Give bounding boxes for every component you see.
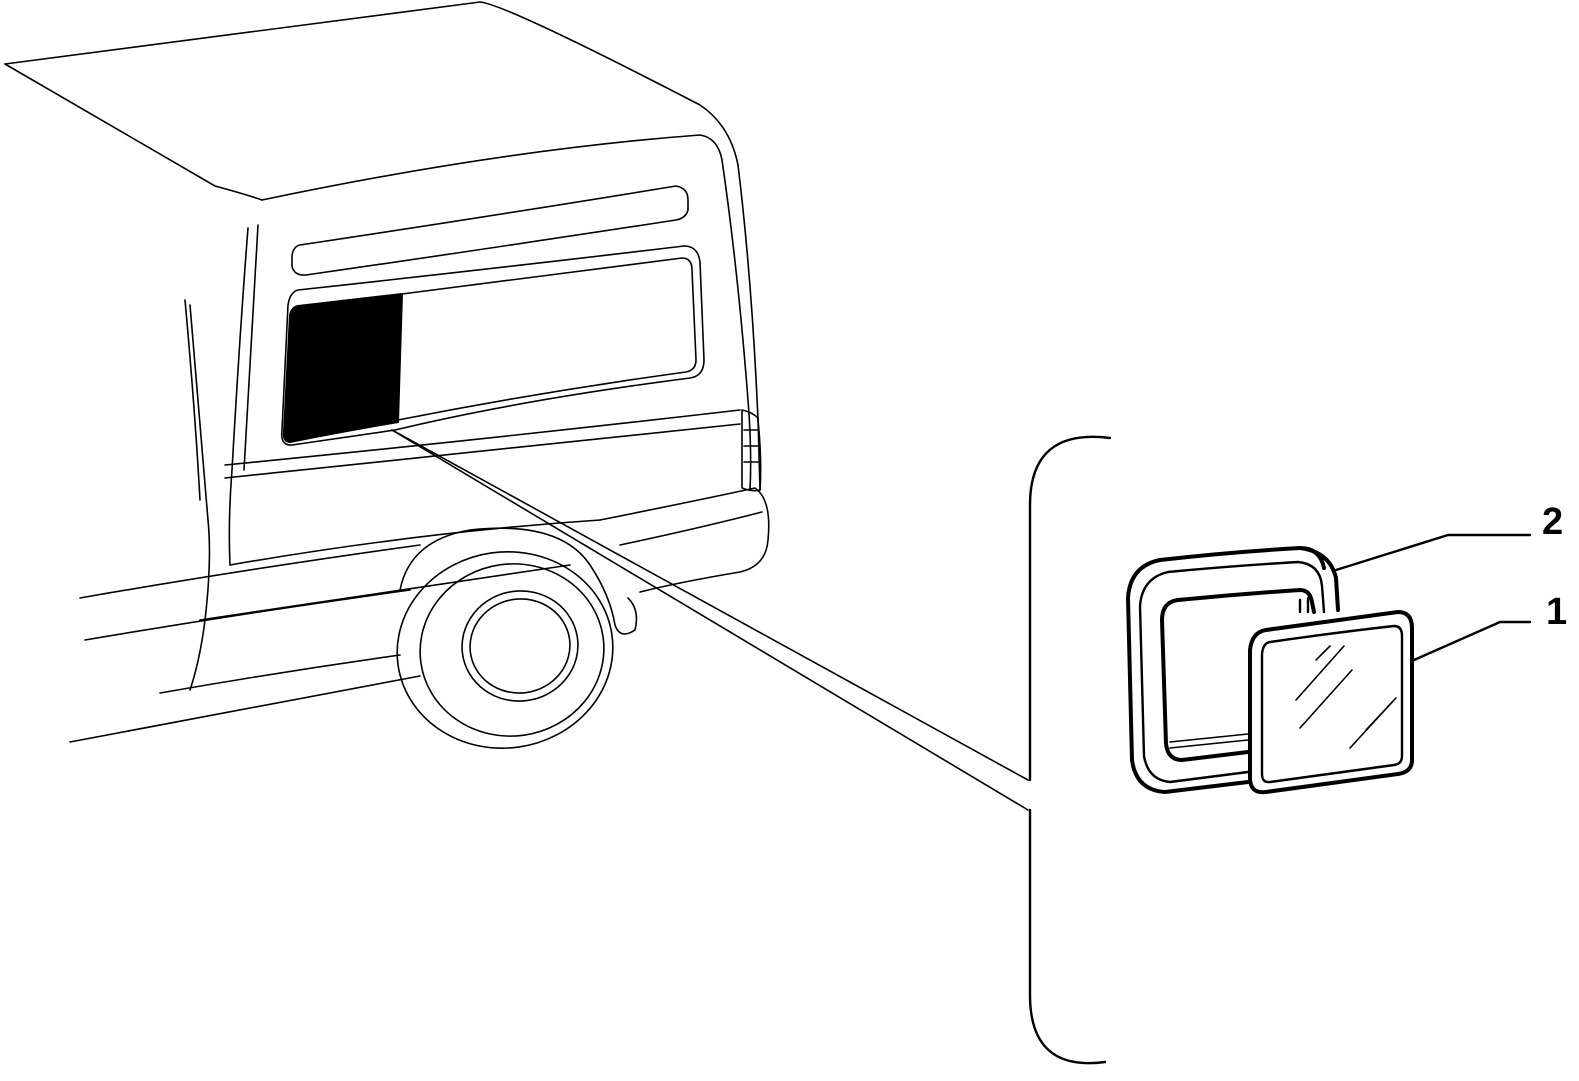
van-side-curve-2	[184, 299, 201, 501]
seal-outer-outline	[1158, 546, 1340, 612]
van-upper-slot	[291, 185, 689, 276]
leader-line-lower	[391, 429, 1029, 811]
van-roof	[4, 1, 739, 166]
van-lower-body-line-2	[84, 589, 411, 641]
van-side-curve	[189, 304, 211, 691]
van-c-pillar-inner	[243, 224, 259, 471]
glass-reflection-marks	[1295, 645, 1397, 749]
van-wheel-arch	[399, 527, 638, 635]
van-rear-wheel	[396, 550, 614, 750]
glass-inner-edge	[1260, 624, 1404, 784]
van-window-inner	[397, 257, 697, 421]
van-belt-line	[224, 409, 741, 466]
van-lower-body-line-3	[159, 654, 401, 694]
van-window-frame	[280, 245, 705, 446]
callout-leaders	[1334, 533, 1532, 662]
assembly-bracket	[1028, 435, 1112, 1065]
callout-1-leader	[1412, 620, 1532, 662]
leader-lines	[391, 429, 1029, 811]
callout-2-leader	[1334, 533, 1532, 572]
van-rear-corner	[737, 164, 762, 491]
window-glass-part	[1248, 610, 1414, 795]
highlighted-window	[282, 292, 404, 444]
van-sill-line	[69, 675, 421, 743]
leader-line-upper	[391, 429, 1029, 781]
van-rear-bumper	[599, 487, 770, 593]
seal-inner-opening	[1160, 588, 1316, 762]
glass-outline	[1248, 610, 1414, 795]
van-roof-edge	[4, 63, 263, 201]
window-seal-part	[1126, 546, 1340, 794]
callout-1-label: 1	[1546, 591, 1567, 633]
callout-2-label: 2	[1542, 501, 1563, 543]
van-lower-body-line-1	[79, 544, 421, 599]
van-illustration	[4, 1, 770, 750]
van-roof-rear-edge	[261, 134, 723, 201]
van-belt-line-2	[224, 423, 741, 479]
van-c-pillar-outer	[228, 227, 249, 566]
van-rear-pillar-right	[721, 159, 752, 491]
